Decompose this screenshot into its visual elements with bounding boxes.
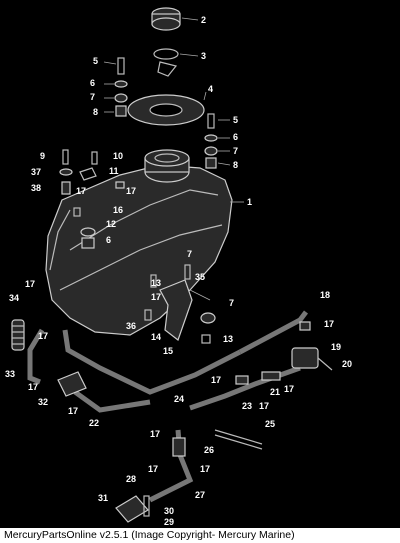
callout-30: 30 xyxy=(164,506,174,516)
callout-1: 1 xyxy=(247,197,252,207)
callout-18: 18 xyxy=(320,290,330,300)
callout-24: 24 xyxy=(174,394,184,404)
callout-25: 25 xyxy=(265,419,275,429)
callout-17: 17 xyxy=(76,186,86,196)
callout-29: 29 xyxy=(164,517,174,527)
part-callouts: 1 2 3 4 5 6 7 8 5 6 7 8 9 10 11 37 38 17… xyxy=(5,15,352,527)
callout-17: 17 xyxy=(148,464,158,474)
tie-strap-25[interactable] xyxy=(214,429,263,450)
copyright-caption: MercuryPartsOnline v2.5.1 (Image Copyrig… xyxy=(4,529,295,541)
right-fastener-stack[interactable] xyxy=(204,113,218,169)
callout-14: 14 xyxy=(151,332,161,342)
callout-23: 23 xyxy=(242,401,252,411)
callout-38: 38 xyxy=(31,183,41,193)
callout-8: 8 xyxy=(233,160,238,170)
callout-11: 11 xyxy=(109,166,119,176)
seal-ring-part[interactable] xyxy=(127,94,205,126)
callout-8: 8 xyxy=(93,107,98,117)
fuel-tank-body[interactable] xyxy=(45,149,233,336)
callout-7: 7 xyxy=(233,146,238,156)
cap-gasket-part[interactable] xyxy=(153,48,179,77)
callout-34: 34 xyxy=(9,293,19,303)
fitting-26[interactable] xyxy=(172,437,186,457)
callout-6: 6 xyxy=(106,235,111,245)
callout-17: 17 xyxy=(38,331,48,341)
callout-7: 7 xyxy=(90,92,95,102)
callout-5: 5 xyxy=(93,56,98,66)
callout-17: 17 xyxy=(200,464,210,474)
callout-3: 3 xyxy=(201,51,206,61)
callout-6: 6 xyxy=(233,132,238,142)
callout-33: 33 xyxy=(5,369,15,379)
callout-35: 35 xyxy=(195,272,205,282)
callout-27: 27 xyxy=(195,490,205,500)
callout-17: 17 xyxy=(25,279,35,289)
callout-5: 5 xyxy=(233,115,238,125)
callout-16: 16 xyxy=(113,205,123,215)
callout-17: 17 xyxy=(151,292,161,302)
callout-19: 19 xyxy=(331,342,341,352)
callout-4: 4 xyxy=(208,84,213,94)
callout-6: 6 xyxy=(90,78,95,88)
callout-10: 10 xyxy=(113,151,123,161)
callout-13: 13 xyxy=(223,334,233,344)
callout-36: 36 xyxy=(126,321,136,331)
callout-17: 17 xyxy=(259,401,269,411)
callout-15: 15 xyxy=(163,346,173,356)
fuel-tank-exploded-diagram: 1 2 3 4 5 6 7 8 5 6 7 8 9 10 11 37 38 17… xyxy=(5,7,352,527)
inline-fittings[interactable] xyxy=(235,321,311,385)
callout-2: 2 xyxy=(201,15,206,25)
primer-bulb-part[interactable] xyxy=(11,319,25,351)
left-fastener-stack[interactable] xyxy=(114,57,128,117)
callout-7: 7 xyxy=(229,298,234,308)
callout-28: 28 xyxy=(126,474,136,484)
callout-20: 20 xyxy=(342,359,352,369)
fuel-cap-part[interactable] xyxy=(151,7,181,31)
callout-32: 32 xyxy=(38,397,48,407)
footer-bar: MercuryPartsOnline v2.5.1 (Image Copyrig… xyxy=(0,528,400,543)
callout-12: 12 xyxy=(106,219,116,229)
callout-17: 17 xyxy=(150,429,160,439)
connector-31[interactable] xyxy=(115,495,150,523)
left-small-parts[interactable] xyxy=(59,149,125,249)
bracket-assembly[interactable] xyxy=(144,264,216,344)
callout-13: 13 xyxy=(151,278,161,288)
callout-31: 31 xyxy=(98,493,108,503)
callout-26: 26 xyxy=(204,445,214,455)
callout-17: 17 xyxy=(211,375,221,385)
leader-lines xyxy=(103,17,244,301)
fuel-connector-32[interactable] xyxy=(57,371,87,397)
callout-37: 37 xyxy=(31,167,41,177)
callout-9: 9 xyxy=(40,151,45,161)
callout-7: 7 xyxy=(187,249,192,259)
fuel-valve-19[interactable] xyxy=(291,347,333,371)
callout-21: 21 xyxy=(270,387,280,397)
callout-17: 17 xyxy=(324,319,334,329)
callout-22: 22 xyxy=(89,418,99,428)
callout-17: 17 xyxy=(284,384,294,394)
callout-17: 17 xyxy=(126,186,136,196)
callout-17: 17 xyxy=(28,382,38,392)
callout-17: 17 xyxy=(68,406,78,416)
